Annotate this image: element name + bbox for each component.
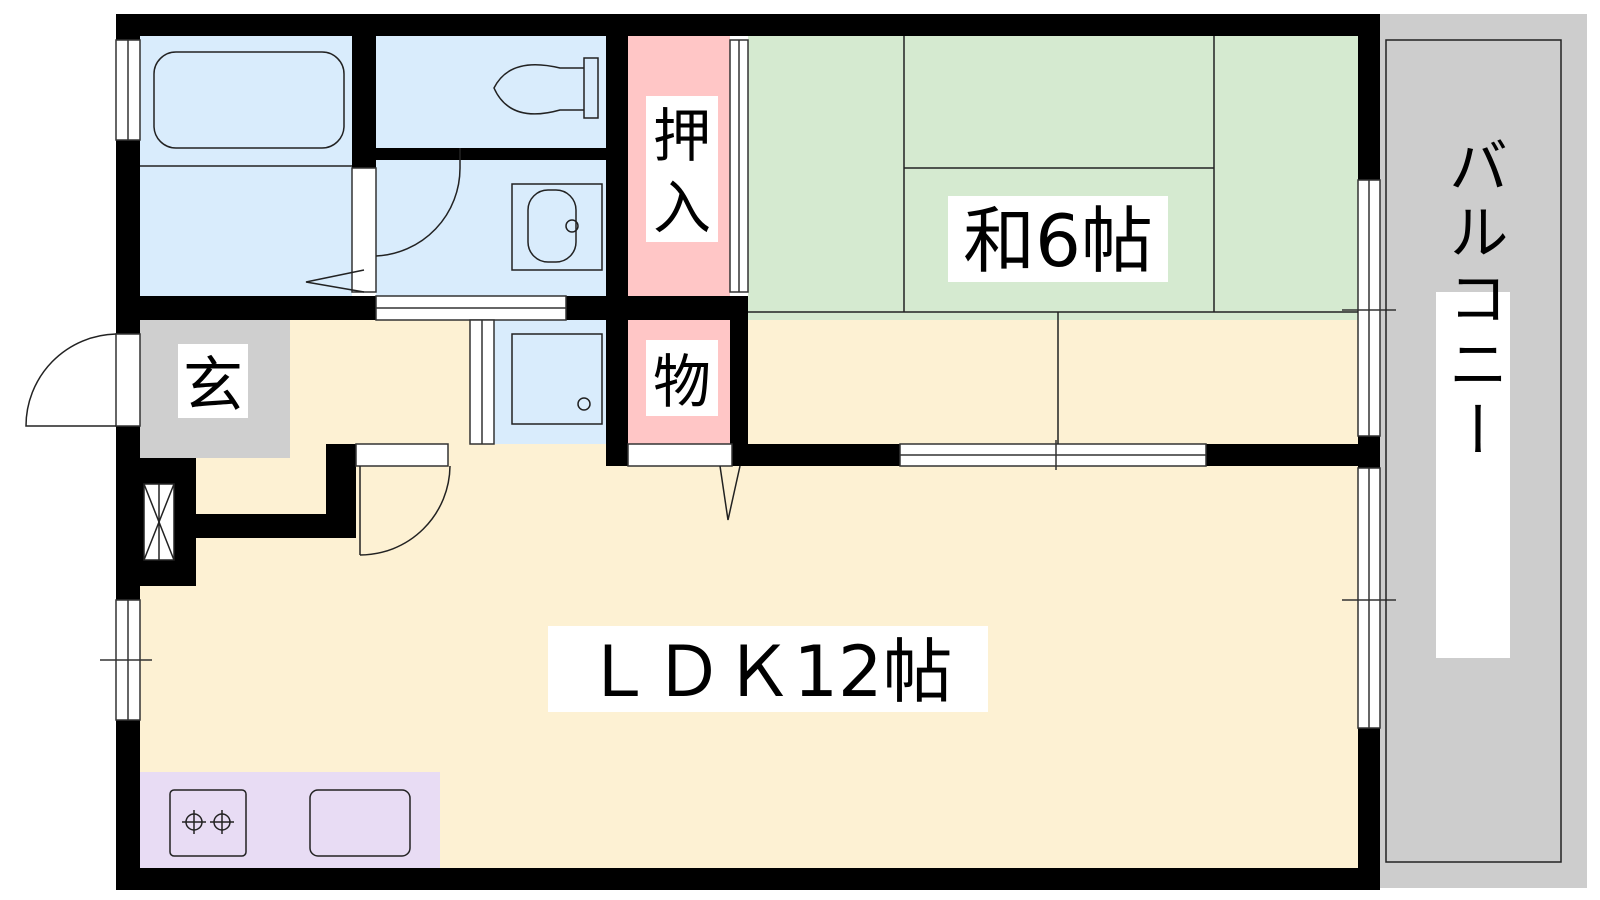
oshiire-label-bottom: 入 [653,174,711,242]
kitchen-fill [140,772,440,868]
oshiire-label-top: 押 [653,102,711,170]
shower-pan [511,333,603,425]
stove [169,789,247,857]
genkan-label: 玄 [183,351,243,421]
washitsu-label: 和6帖 [963,199,1153,283]
window-lines [100,40,1396,728]
kitchen-sink [309,789,411,857]
tatami-lines [748,36,1358,444]
washbasin [511,183,603,271]
ldk-label: ＬＤＫ12帖 [583,631,952,713]
balcony-label: バルコニー [1438,135,1508,465]
fixtures [25,39,1562,863]
washroom-fill [376,160,606,296]
toilet-fill [376,36,606,148]
bathtub [153,51,345,149]
toilet [493,57,599,119]
shower-fill [494,320,606,444]
monooki-label: 物 [653,348,711,416]
